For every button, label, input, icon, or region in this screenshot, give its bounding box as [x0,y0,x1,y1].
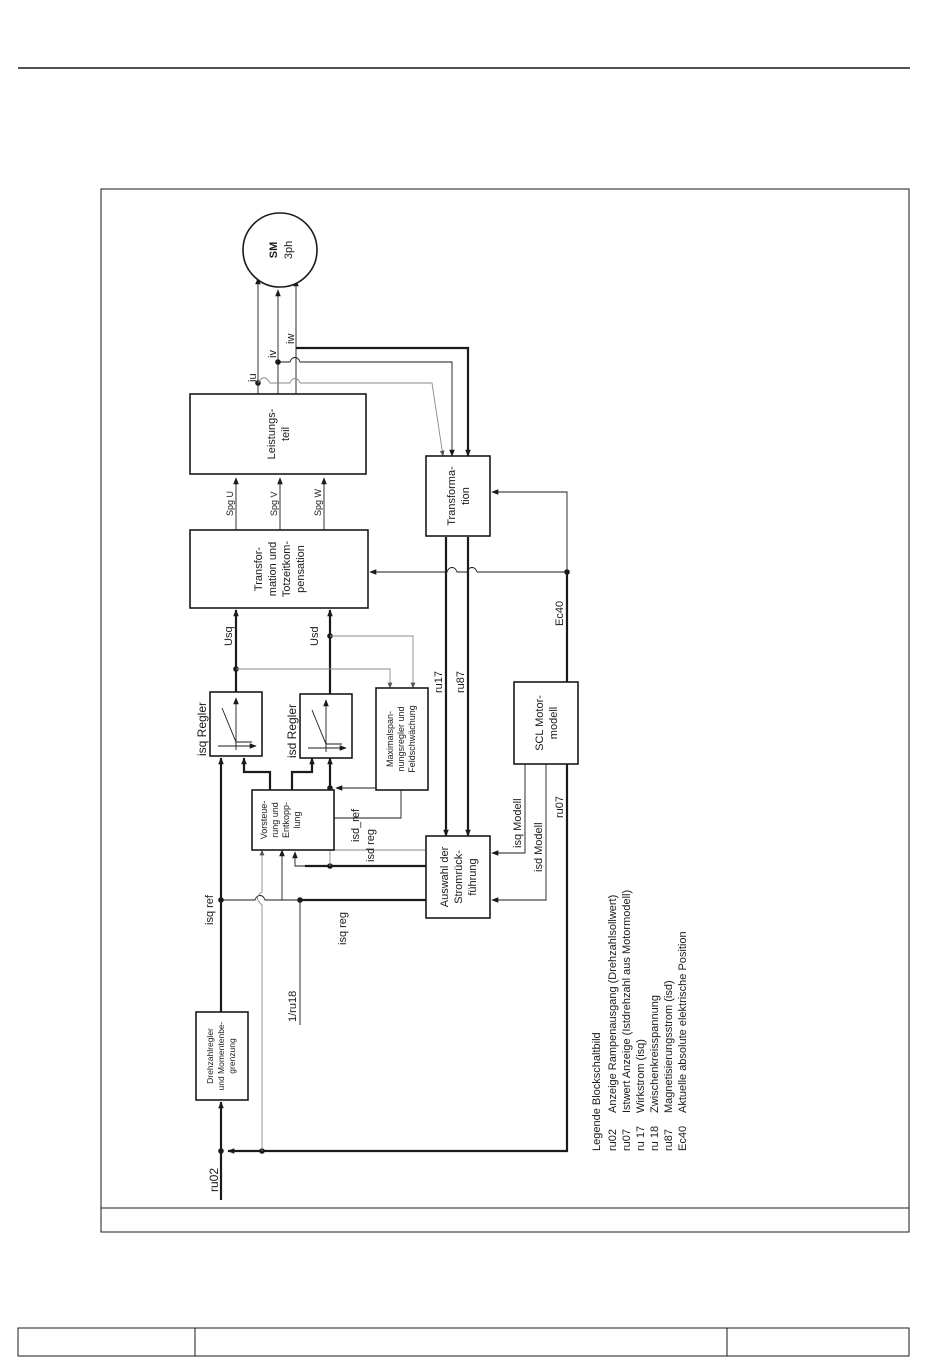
signal-labels: iu iv iw Spg U Spg V Spg W Usq Usd ru17 … [195,334,566,1192]
label-isq-modell: isq Modell [512,798,524,848]
transform-comp-label-4: pensation [295,545,307,593]
auswahl-block [425,835,491,919]
power-label-1: Leistungs- [266,408,278,459]
legend-desc-4: Magnetisierungsstrom (isd) [663,980,675,1113]
label-isd-regler: isd Regler [285,704,299,758]
label-iw: iw [285,334,297,344]
label-ru87: ru87 [455,671,467,693]
label-isd-ref: isd_ref [350,808,362,842]
drehzahl-label-1: Drehzahlregler [205,1028,215,1084]
label-isq-regler: isq Regler [195,702,209,756]
connections [218,277,570,1200]
legend-code-4: ru87 [663,1129,675,1151]
label-spg-v: Spg V [269,491,279,516]
vorsteuerung-label-4: lung [292,811,302,828]
power-label-2: teil [280,427,292,441]
maxspan-label-3: Feldschwächung [407,705,417,773]
transform-label-2: tion [460,487,472,505]
drehzahl-block [195,1011,249,1101]
label-usd: Usd [309,626,321,646]
legend: Legende Blockschaltbild ru02 Anzeige Ram… [591,890,689,1151]
vorsteuerung-label-3: Entkopp- [281,802,291,838]
scl-label-1: SCL Motor- [534,695,546,751]
label-isq-ref: isq ref [204,894,216,925]
label-isd-reg: isd reg [365,829,377,862]
legend-code-2: ru 17 [635,1126,647,1151]
drehzahl-label-2: und Momentenbe- [216,1021,226,1090]
transform-comp-label-2: mation und [267,542,279,596]
legend-title: Legende Blockschaltbild [591,1032,603,1151]
transform-comp-label-1: Transfor- [253,547,265,592]
label-spg-w: Spg W [313,488,323,516]
legend-desc-1: Istwert Anzeige (Istdrehzahl aus Motormo… [621,890,633,1113]
scl-label-2: modell [548,707,560,739]
maxspan-label-1: Maximalspan- [385,711,395,767]
legend-code-0: ru02 [607,1129,619,1151]
label-isq-reg: isq reg [337,912,349,945]
transform-comp-block [189,529,369,609]
label-usq: Usq [223,626,235,646]
label-ru18: 1/ru18 [287,991,299,1022]
isq-regler-symbol [218,697,257,750]
vorsteuerung-block [251,789,335,851]
label-iv: iv [267,350,279,358]
label-ec40: Ec40 [554,601,566,626]
power-block [189,393,367,475]
auswahl-label-1: Auswahl der [439,846,451,907]
label-ru02: ru02 [207,1168,221,1192]
diagram-frame [100,188,910,1233]
auswahl-label-2: Stromrück- [453,850,465,904]
legend-desc-2: Wirkstrom (isq) [635,1039,647,1113]
legend-desc-5: Aktuelle absolute elektrische Position [677,931,689,1113]
isd-regler-symbol [308,699,347,752]
label-spg-u: Spg U [225,491,235,516]
vorsteuerung-label-2: rung und [270,802,280,838]
label-iu: iu [247,373,259,382]
vorsteuerung-label-1: Vorsteue- [259,801,269,840]
motor-sub: 3ph [283,241,295,259]
transform-block [425,455,491,537]
drehzahl-label-3: grenzung [227,1038,237,1074]
legend-desc-3: Zwischenkreisspannung [649,995,661,1113]
motor-circle [242,212,318,288]
auswahl-label-3: führung [467,858,479,895]
transform-label-1: Transforma- [446,466,458,526]
label-ru17: ru17 [433,671,445,693]
transform-comp-label-3: Totzeitkom- [281,541,293,598]
legend-code-5: Ec40 [677,1126,689,1151]
motor-title: SM [268,242,280,259]
legend-desc-0: Anzeige Rampenausgang (Drehzahlsollwert) [607,895,619,1113]
maxspan-label-2: nungsregler und [396,706,406,771]
legend-code-1: ru07 [621,1129,633,1151]
scl-block [513,681,579,765]
label-isd-modell: isd Modell [533,822,545,872]
legend-code-3: ru 18 [649,1126,661,1151]
maxspan-block [375,687,429,791]
footer-table [17,1327,910,1357]
label-ru07: ru07 [554,796,566,818]
